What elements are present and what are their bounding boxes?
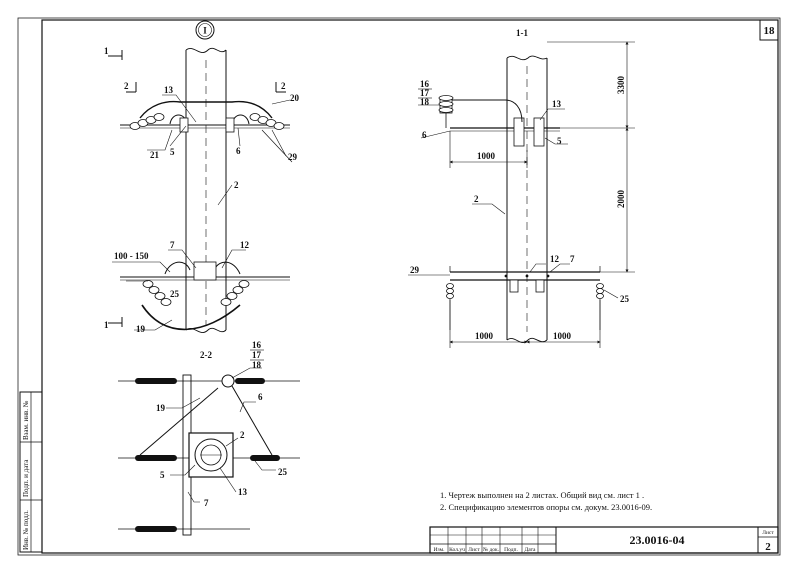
label-25-left: 25 [170, 289, 180, 299]
tb-col-list: Лист [468, 547, 480, 553]
section-2-2-title: 2-2 [200, 350, 212, 360]
label-25-section: 25 [620, 294, 630, 304]
title-block: Изм. Кол.уч Лист № док. Подп. Дата 23.00… [429, 526, 779, 554]
stamp-inv-orig: Инв. № подл. [22, 510, 30, 550]
label-5-section: 5 [557, 136, 562, 146]
general-view: I [104, 20, 300, 334]
cut-mark-1-bottom: 1 [104, 320, 109, 330]
tb-col-ndok: № док. [483, 547, 500, 553]
dim-1000-top: 1000 [477, 151, 496, 161]
dim-1000-bottom-right: 1000 [553, 331, 572, 341]
label-29-left: 29 [288, 152, 298, 162]
stamp-sign-date: Подп. и дата [22, 459, 30, 497]
sheet-outer-frame [17, 17, 781, 556]
label-6-plan: 6 [258, 392, 263, 402]
label-18-plan: 18 [252, 360, 262, 370]
sheet-label: Лист [762, 530, 774, 536]
label-6-left: 6 [236, 146, 241, 156]
section-1-1-view: 1-1 [408, 28, 635, 348]
dim-3300: 3300 [616, 76, 626, 95]
view-marker-circle [195, 20, 215, 40]
tb-col-podp: Подп. [504, 547, 518, 553]
label-2-plan: 2 [240, 430, 245, 440]
top-sheet-number: 18 [764, 25, 776, 37]
note-2: 2. Спецификацию элементов опоры см. доку… [440, 502, 652, 512]
label-13-section: 13 [552, 99, 562, 109]
label-2-left: 2 [234, 180, 239, 190]
label-19-plan: 19 [156, 403, 166, 413]
label-5-left: 5 [170, 147, 175, 157]
cut-mark-2-left: 2 [124, 81, 129, 91]
cut-mark-2-right: 2 [281, 81, 286, 91]
label-17-plan: 17 [252, 350, 262, 360]
top-sheet-box [759, 19, 779, 41]
dim-2000: 2000 [616, 190, 626, 209]
document-number: 23.0016-04 [630, 533, 685, 547]
label-2-section: 2 [474, 194, 479, 204]
pole-top-break [185, 47, 227, 53]
view-marker: I [203, 26, 207, 36]
label-13-left: 13 [164, 85, 174, 95]
label-13-plan: 13 [238, 487, 248, 497]
label-21-left: 21 [150, 150, 160, 160]
note-1: 1. Чертеж выполнен на 2 листах. Общий ви… [440, 490, 644, 500]
label-6-section: 6 [422, 130, 427, 140]
section-1-1-title: 1-1 [516, 28, 528, 38]
label-12-section: 12 [550, 254, 560, 264]
side-stamp: Взам. инв. № Подп. и дата Инв. № подл. [19, 391, 43, 553]
label-19-left: 19 [136, 324, 146, 334]
cut-mark-1-top: 1 [104, 46, 109, 56]
label-18-section: 18 [420, 97, 430, 107]
tb-col-data: Дата [525, 547, 537, 553]
label-7-plan: 7 [204, 498, 209, 508]
label-16-plan: 16 [252, 340, 262, 350]
label-12-left: 12 [240, 240, 250, 250]
label-17-section: 17 [420, 88, 430, 98]
sheet-inner-frame [41, 19, 779, 554]
label-29-section: 29 [410, 265, 420, 275]
cut-marks-left [108, 50, 286, 327]
dim-1000-bottom-left: 1000 [475, 331, 494, 341]
sheet-number: 2 [765, 541, 771, 553]
label-7-section: 7 [570, 254, 575, 264]
label-7-left: 7 [170, 240, 175, 250]
label-20-left: 20 [290, 93, 300, 103]
stamp-replace-inv: Взам. инв. № [22, 400, 30, 440]
dim-100-150: 100 - 150 [114, 251, 149, 261]
label-25-plan: 25 [278, 467, 288, 477]
tb-col-koluch: Кол.уч [449, 547, 465, 553]
label-16-section: 16 [420, 79, 430, 89]
label-5-plan: 5 [160, 470, 165, 480]
section-2-2-view: 2-2 [118, 340, 300, 536]
tb-col-izm: Изм. [434, 547, 446, 553]
